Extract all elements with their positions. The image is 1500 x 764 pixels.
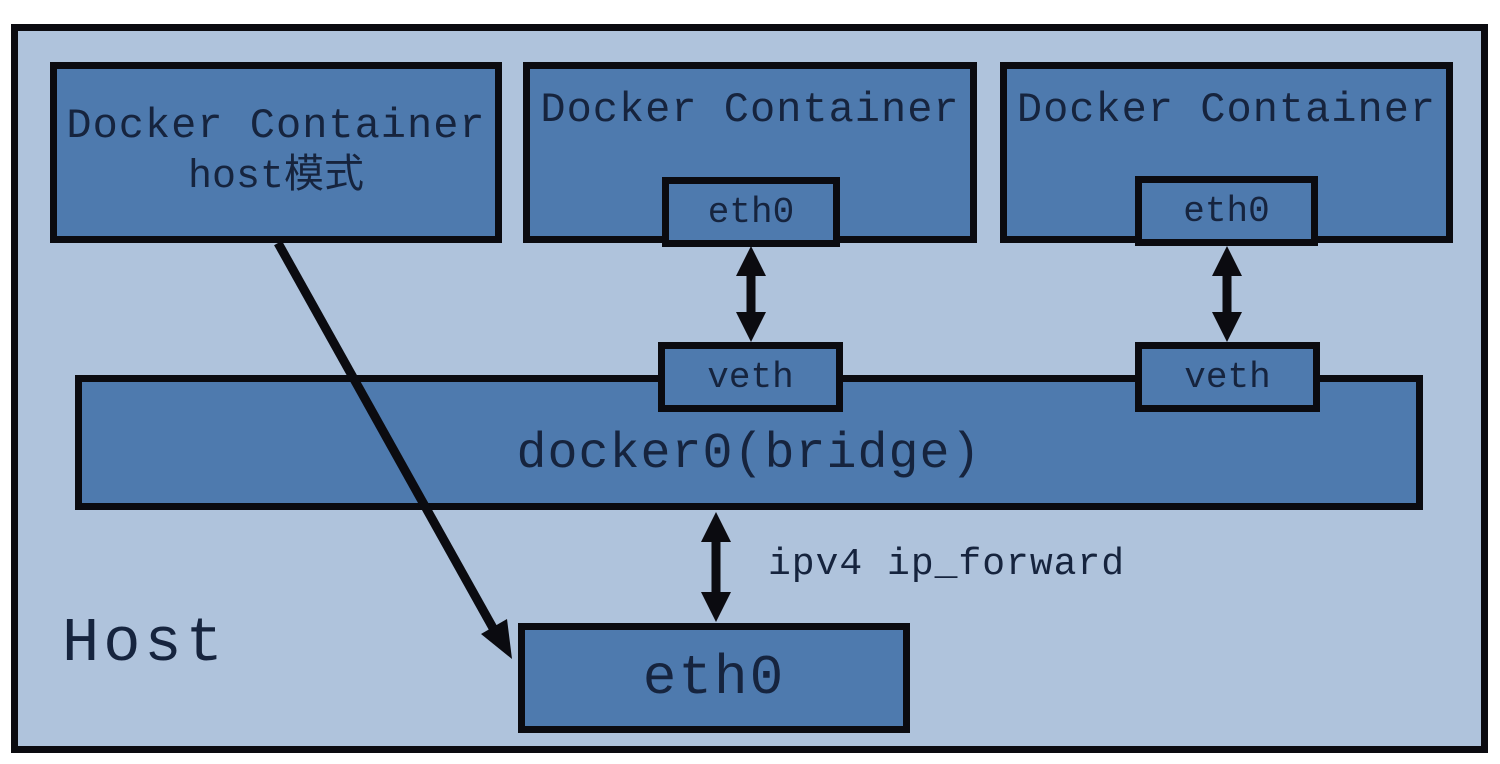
container-2-eth0-box: eth0 — [662, 177, 840, 247]
veth-label: veth — [1184, 356, 1271, 398]
eth0-label: eth0 — [707, 191, 795, 233]
host-label: Host — [62, 608, 227, 679]
bridge-label: docker0(bridge) — [516, 426, 982, 483]
container-title: Docker Container — [540, 86, 960, 134]
veth-box-2: veth — [1135, 342, 1320, 412]
eth0-label: eth0 — [1183, 190, 1270, 232]
host-eth0-box: eth0 — [518, 623, 910, 733]
container-title: Docker Container — [1016, 86, 1437, 134]
container-title: Docker Container — [66, 102, 486, 151]
container-3-eth0-box: eth0 — [1135, 176, 1318, 246]
ip-forward-label: ipv4 ip_forward — [768, 543, 1126, 586]
container-subtitle-host-mode: host模式 — [187, 154, 364, 200]
veth-label: veth — [707, 356, 794, 398]
host-eth0-label: eth0 — [642, 646, 786, 710]
container-host-mode: Docker Container host模式 — [50, 62, 502, 243]
veth-box-1: veth — [658, 342, 843, 412]
